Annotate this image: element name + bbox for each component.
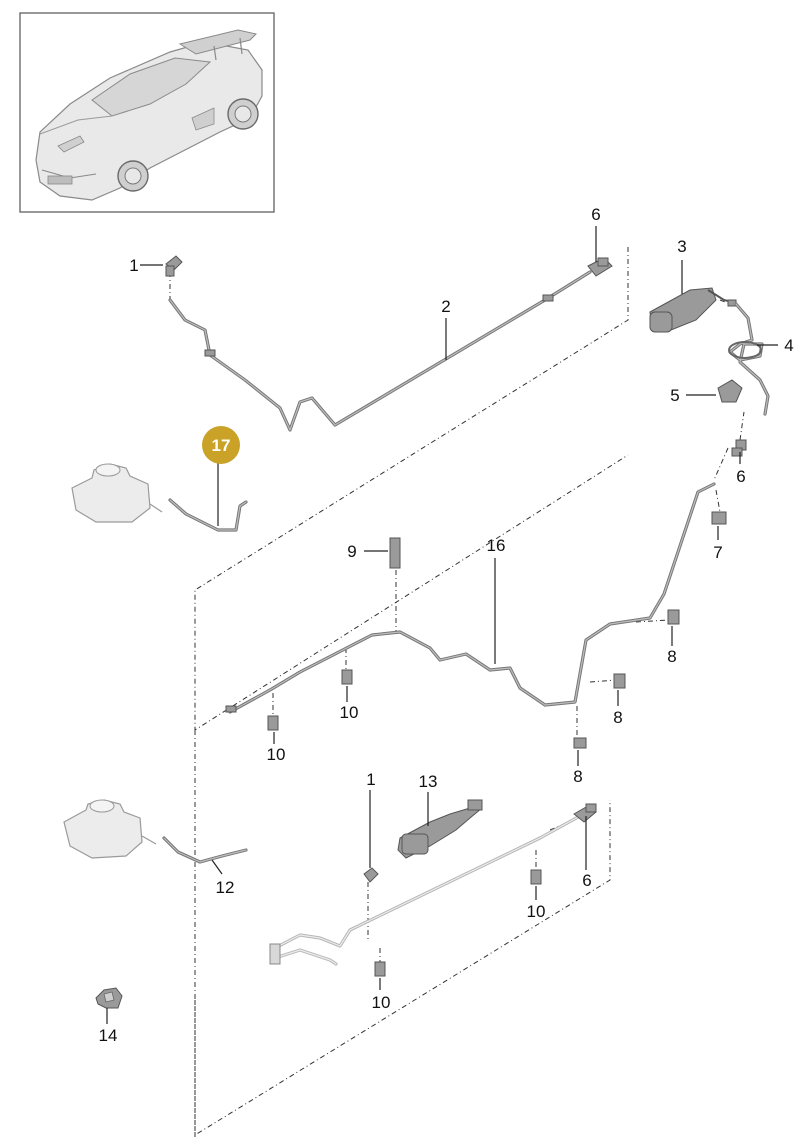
callout-6-top: 6 bbox=[591, 205, 600, 224]
clip-part-10 bbox=[267, 669, 542, 977]
callout-10-d: 10 bbox=[372, 993, 391, 1012]
callout-17-highlighted: 17 bbox=[212, 436, 231, 455]
callout-12: 12 bbox=[216, 878, 235, 897]
callout-2: 2 bbox=[441, 297, 450, 316]
callout-6-mid: 6 bbox=[736, 467, 745, 486]
callout-10-a: 10 bbox=[340, 703, 359, 722]
callout-13: 13 bbox=[419, 772, 438, 791]
clutch-line-main bbox=[225, 482, 716, 714]
callout-10-c: 10 bbox=[527, 902, 546, 921]
reservoir-hose-highlighted bbox=[168, 498, 248, 532]
connection-dash-lines bbox=[169, 272, 745, 962]
callout-8-c: 8 bbox=[573, 767, 582, 786]
bracket-part-9 bbox=[389, 537, 401, 569]
callout-7: 7 bbox=[713, 543, 722, 562]
bleed-nipple-part-lower bbox=[363, 867, 379, 883]
callout-6-bottom: 6 bbox=[582, 871, 591, 890]
callout-10-b: 10 bbox=[267, 745, 286, 764]
callout-8-b: 8 bbox=[613, 708, 622, 727]
callout-4: 4 bbox=[784, 336, 793, 355]
callout-9: 9 bbox=[347, 542, 356, 561]
clip-part-8 bbox=[573, 609, 680, 749]
clutch-line-upper bbox=[168, 270, 592, 432]
callout-1-bottom: 1 bbox=[366, 770, 375, 789]
clip-part-14 bbox=[95, 987, 123, 1009]
fluid-reservoir-upper bbox=[71, 463, 163, 523]
callout-1-top: 1 bbox=[129, 256, 138, 275]
master-cylinder-part bbox=[397, 799, 483, 859]
callout-14: 14 bbox=[99, 1026, 118, 1045]
fluid-reservoir-lower bbox=[63, 799, 157, 859]
clip-part bbox=[717, 379, 743, 403]
reservoir-hose-12 bbox=[162, 836, 248, 864]
bleed-nipple-part bbox=[165, 255, 183, 277]
callout-8-a: 8 bbox=[667, 647, 676, 666]
holder-part-mid bbox=[731, 439, 747, 457]
car-illustration bbox=[35, 29, 263, 201]
clutch-line-lower bbox=[269, 814, 582, 966]
assembly-boundary-lines bbox=[194, 247, 629, 1140]
callout-5: 5 bbox=[670, 386, 679, 405]
callout-16: 16 bbox=[487, 536, 506, 555]
callout-labels: 1 2 3 4 5 6 6 7 8 8 8 9 16 10 10 10 10 6… bbox=[99, 205, 794, 1045]
clutch-hose-part bbox=[728, 302, 770, 416]
callout-leader-lines bbox=[106, 226, 778, 1024]
bracket-part-7 bbox=[711, 511, 727, 525]
slave-cylinder-part bbox=[649, 287, 737, 333]
holder-part-bottom bbox=[573, 803, 597, 823]
vehicle-thumbnail bbox=[19, 12, 275, 213]
highlight-badge bbox=[202, 426, 240, 464]
callout-3: 3 bbox=[677, 237, 686, 256]
holder-part-top bbox=[587, 257, 613, 277]
